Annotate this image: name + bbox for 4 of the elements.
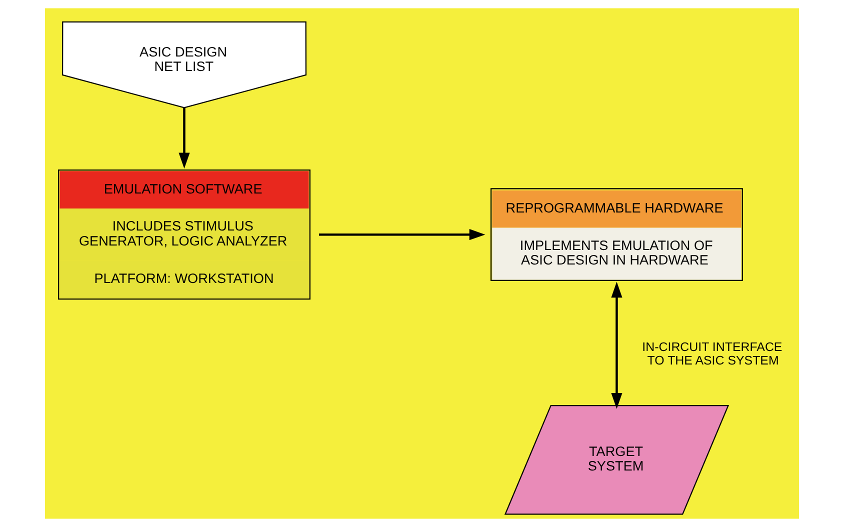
edge-label: IN-CIRCUIT INTERFACE TO THE ASIC SYSTEM xyxy=(642,340,782,368)
arrow xyxy=(318,229,486,240)
arrow xyxy=(178,108,190,169)
arrow xyxy=(611,282,622,409)
